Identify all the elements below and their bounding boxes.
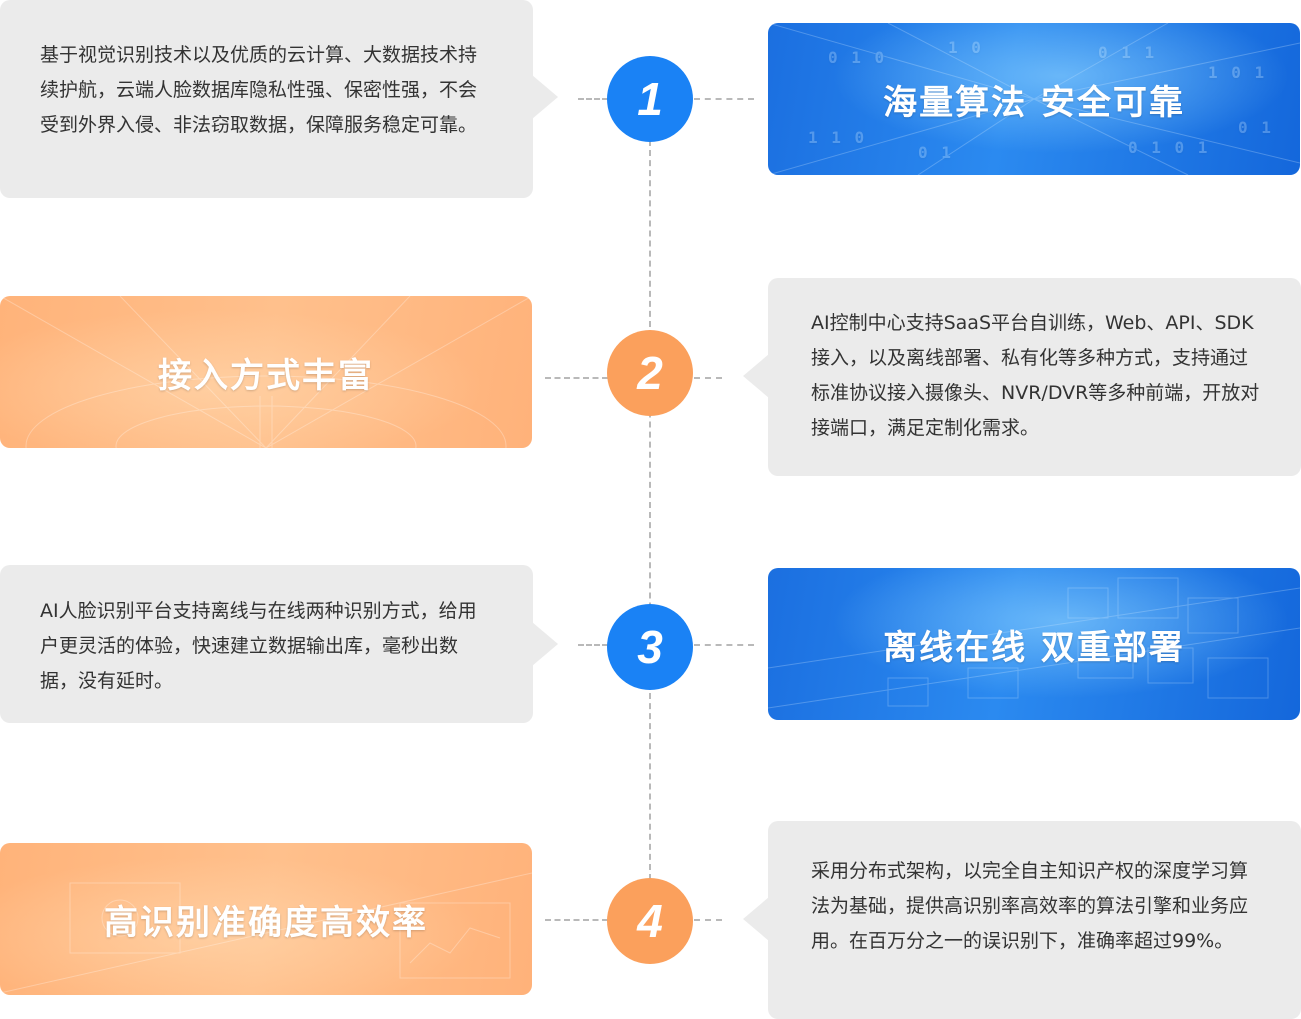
banner-title-2: 接入方式丰富 [158, 355, 374, 396]
description-card-2: AI控制中心支持SaaS平台自训练，Web、API、SDK接入，以及离线部署、私… [743, 278, 1301, 476]
banner-title-4: 高识别准确度高效率 [104, 902, 428, 943]
connector-right-3 [694, 644, 754, 646]
svg-text:1 0 1: 1 0 1 [1208, 63, 1266, 82]
description-text-3: AI人脸识别平台支持离线与在线两种识别方式，给用户更灵活的体验，快速建立数据输出… [40, 600, 477, 692]
connector-left-2 [545, 377, 608, 379]
svg-text:0 1 0 1: 0 1 0 1 [1128, 138, 1209, 157]
description-card-4: 采用分布式架构，以完全自主知识产权的深度学习算法为基础，提供高识别率高效率的算法… [743, 821, 1301, 1019]
title-banner-2: 接入方式丰富 [0, 296, 532, 448]
title-banner-1: 0 1 0 1 0 0 1 1 1 0 1 1 1 0 0 1 0 1 0 1 0 1 海… [768, 23, 1300, 175]
connector-right-2 [694, 377, 722, 379]
step-number-3: 3 [637, 621, 663, 673]
svg-text:0 1: 0 1 [918, 143, 953, 162]
description-text-4: 采用分布式架构，以完全自主知识产权的深度学习算法为基础，提供高识别率高效率的算法… [811, 860, 1249, 952]
bubble-pointer [743, 897, 769, 941]
svg-text:0 1 0: 0 1 0 [828, 48, 886, 67]
step-badge-3: 3 [607, 604, 693, 690]
svg-text:1 1 0: 1 1 0 [808, 128, 866, 147]
svg-text:0 1 1: 0 1 1 [1098, 43, 1156, 62]
banner-title-1: 海量算法 安全可靠 [883, 82, 1185, 123]
timeline-line [649, 140, 651, 880]
connector-left-4 [545, 919, 608, 921]
step-badge-1: 1 [607, 56, 693, 142]
banner-title-3: 离线在线 双重部署 [883, 627, 1185, 668]
connector-right-1 [694, 98, 754, 100]
step-number-1: 1 [637, 73, 663, 125]
connector-left-1 [578, 98, 608, 100]
svg-text:0 1: 0 1 [1238, 118, 1273, 137]
connector-right-4 [694, 919, 722, 921]
description-text-2: AI控制中心支持SaaS平台自训练，Web、API、SDK接入，以及离线部署、私… [811, 312, 1260, 439]
description-card-3: AI人脸识别平台支持离线与在线两种识别方式，给用户更灵活的体验，快速建立数据输出… [0, 565, 558, 723]
title-banner-4: 高识别准确度高效率 [0, 843, 532, 995]
step-number-2: 2 [637, 347, 663, 399]
svg-text:1 0: 1 0 [948, 38, 983, 57]
connector-left-3 [578, 644, 608, 646]
step-badge-2: 2 [607, 330, 693, 416]
step-number-4: 4 [637, 895, 663, 947]
description-text-1: 基于视觉识别技术以及优质的云计算、大数据技术持续护航，云端人脸数据库隐私性强、保… [40, 44, 478, 136]
bubble-pointer [743, 354, 769, 398]
description-card-1: 基于视觉识别技术以及优质的云计算、大数据技术持续护航，云端人脸数据库隐私性强、保… [0, 0, 558, 198]
bubble-pointer [532, 75, 558, 119]
title-banner-3: 离线在线 双重部署 [768, 568, 1300, 720]
step-badge-4: 4 [607, 878, 693, 964]
bubble-pointer [532, 622, 558, 666]
